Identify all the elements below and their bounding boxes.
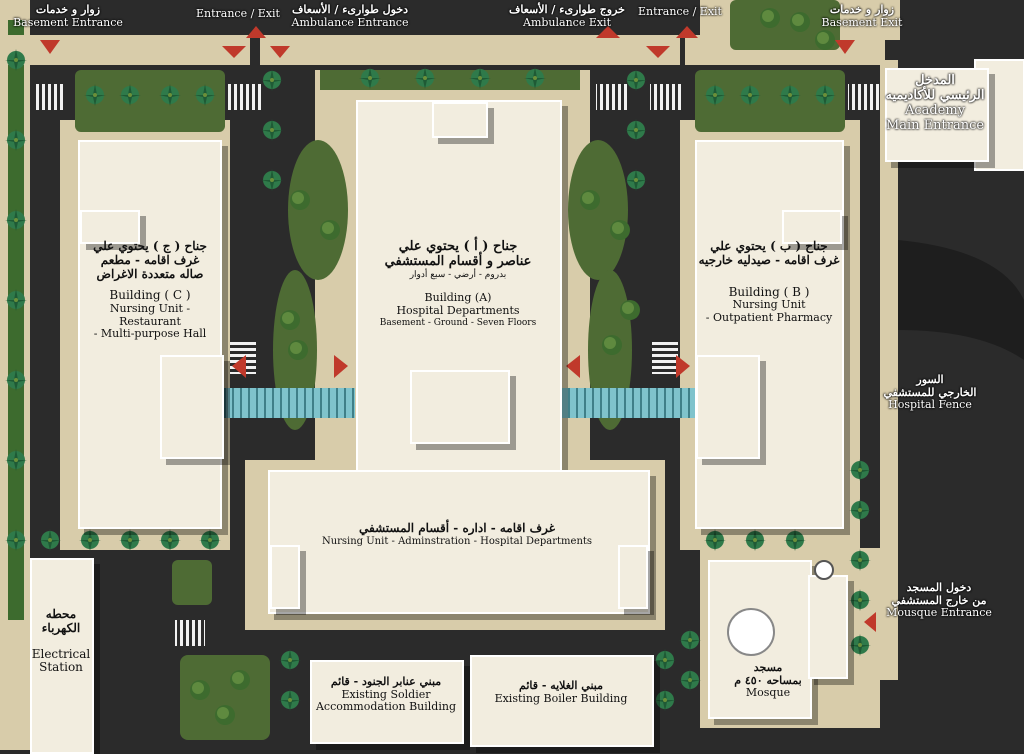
crosswalk: [652, 340, 678, 374]
arrow-marker: [40, 40, 60, 54]
soldier-building: [310, 660, 464, 744]
tree: [215, 705, 235, 725]
building-a-stair-left: [270, 545, 300, 609]
bridge-left: [220, 388, 355, 418]
ambulance-exit-label: خروج طوارىء / الأسعاف Ambulance Exit: [509, 3, 625, 29]
academy-entrance-label: المدخل الرئيسي للأكاديميه Academy Main E…: [885, 73, 985, 133]
crosswalk: [35, 84, 65, 110]
electrical-station-label: محطه الكهرباء Electrical Station: [31, 607, 91, 675]
lawn-top-left: [75, 70, 225, 132]
arrow-markers: [40, 26, 876, 632]
arrow-marker: [222, 46, 246, 58]
mosque-dome: [727, 608, 775, 656]
basement-entrance-label: زوار و خدمات Basement Entrance: [13, 3, 123, 29]
arrow-marker: [246, 26, 266, 38]
tree: [602, 335, 622, 355]
boiler-building-label: مبني الغلايه - قائم Existing Boiler Buil…: [494, 679, 628, 705]
minaret: [814, 560, 834, 580]
basement-exit-label: زوار و خدمات Basement Exit: [821, 3, 903, 29]
arrow-marker: [676, 26, 698, 38]
tree: [790, 12, 810, 32]
left-bottom-sidewalk: [0, 640, 30, 750]
tree: [580, 190, 600, 210]
tree: [320, 220, 340, 240]
building-c: [78, 140, 222, 529]
building-b-annex: [696, 355, 760, 459]
building-a-base: [268, 470, 650, 614]
tree: [230, 670, 250, 690]
arrow-marker: [334, 355, 348, 378]
tree: [815, 30, 835, 50]
crosswalk: [596, 84, 630, 110]
building-b-label: جناح ( ب ) يحتوي علي غرف اقامه - صيدليه …: [698, 239, 840, 325]
mosque-annex: [808, 575, 848, 679]
hospital-fence-label: السور الخارجي للمستشفي Hospital Fence: [883, 373, 977, 412]
building-a-base-label: غرف اقامه - اداره - أقسام المستشفي Nursi…: [321, 521, 593, 547]
left-green-strip: [8, 20, 24, 620]
arrow-marker: [566, 355, 580, 378]
lawn-top-center: [320, 70, 580, 90]
crosswalk: [175, 620, 205, 646]
mosque-entrance-label: دخول المسجد من خارج المستشفي Mousque Ent…: [886, 581, 992, 620]
arrow-marker: [646, 46, 670, 58]
mosque-label: مسجد بمساحه ٤٥٠ م Mosque: [734, 661, 802, 700]
building-a-label: جناح ( أ ) يحتوي علي عناصر و أقسام المست…: [379, 239, 537, 328]
ambulance-entrance-label: دخول طوارىء / الأسعاف Ambulance Entrance: [291, 3, 409, 29]
crosswalk: [228, 84, 262, 110]
building-c-stair: [80, 210, 140, 244]
tree: [288, 340, 308, 360]
top-sidewalk-mid: [260, 35, 680, 65]
arrow-marker: [835, 40, 855, 54]
building-b-stair: [782, 210, 842, 244]
crosswalk: [848, 84, 882, 110]
electrical-station: [30, 558, 94, 754]
building-c-annex: [160, 355, 224, 459]
arrow-marker: [676, 355, 690, 378]
lawn-small-bottom: [172, 560, 212, 605]
academy-gate: [885, 68, 989, 162]
arrow-marker: [270, 46, 290, 58]
arrow-marker: [864, 612, 876, 632]
lawn-island-left-upper: [288, 140, 348, 280]
lawn-island-right-upper: [568, 140, 628, 280]
crosswalk: [650, 84, 684, 110]
soldier-building-label: مبني عنابر الجنود - قائم Existing Soldie…: [315, 675, 456, 714]
tree: [290, 190, 310, 210]
right-sidewalk: [880, 60, 898, 680]
building-b: [695, 140, 844, 529]
entrance-exit-left-label: Entrance / Exit: [196, 7, 280, 20]
building-a-core-top: [432, 102, 488, 138]
tree: [280, 310, 300, 330]
building-a-core-mid: [410, 370, 510, 444]
tree: [760, 8, 780, 28]
tree: [190, 680, 210, 700]
building-a-stair-right: [618, 545, 648, 609]
entrance-exit-right-label: Entrance / Exit: [638, 5, 722, 18]
tree: [610, 220, 630, 240]
lawn-top-right: [695, 70, 845, 132]
arrow-marker: [232, 355, 246, 378]
boiler-building: [470, 655, 654, 747]
arrow-marker: [596, 26, 620, 38]
lawn-top-right-corner: [730, 0, 840, 50]
building-c-label: جناح ( ج ) يحتوي علي غرف اقامه - مطعم صا…: [93, 239, 207, 341]
bridge-right: [560, 388, 695, 418]
external-road-curve: [898, 240, 1024, 360]
top-sidewalk-left: [0, 35, 250, 65]
tree: [620, 300, 640, 320]
